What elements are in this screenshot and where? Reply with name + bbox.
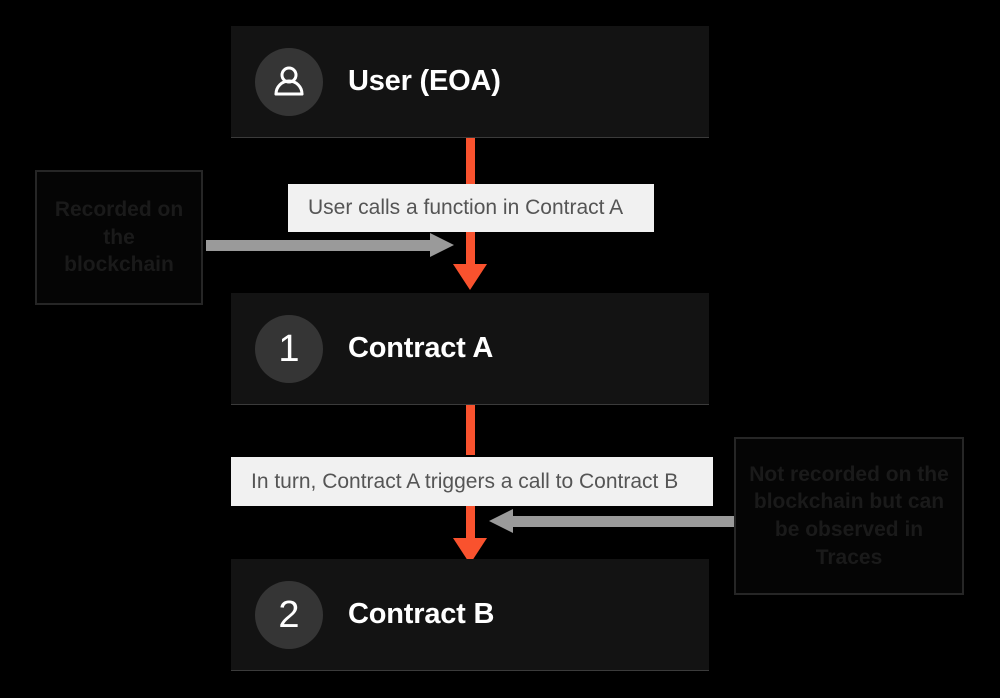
- step-number-badge-2: 2: [255, 580, 323, 649]
- callout-text: Not recorded on the blockchain but can b…: [749, 462, 949, 569]
- pointer-arrow-shaft: [513, 516, 735, 527]
- step-number-1: 1: [278, 327, 300, 370]
- caption-user-calls-contract-a: User calls a function in Contract A: [288, 184, 654, 232]
- node-contract-a[interactable]: 1 Contract A: [231, 293, 709, 405]
- connector-user-to-contract-a-upper: [466, 138, 475, 188]
- pointer-arrow-right-icon: [206, 233, 454, 257]
- caption-contract-a-triggers-contract-b: In turn, Contract A triggers a call to C…: [231, 457, 713, 506]
- node-label-contract-b: Contract B: [348, 598, 495, 630]
- pointer-arrow-shaft: [206, 240, 430, 251]
- person-icon: [269, 62, 309, 102]
- callout-recorded-on-blockchain: Recorded on the blockchain: [35, 170, 203, 305]
- node-label-contract-a: Contract A: [348, 332, 494, 364]
- pointer-arrow-left-icon: [489, 509, 735, 533]
- node-label-user: User (EOA): [348, 65, 501, 97]
- callout-text: Recorded on the blockchain: [54, 197, 184, 277]
- connector-contract-a-to-b-upper: [466, 405, 475, 455]
- pointer-arrow-head: [430, 233, 454, 257]
- node-contract-b[interactable]: 2 Contract B: [231, 559, 709, 671]
- callout-not-recorded-observed-in-traces: Not recorded on the blockchain but can b…: [734, 437, 964, 595]
- pointer-arrow-head: [489, 509, 513, 533]
- caption-text: In turn, Contract A triggers a call to C…: [251, 469, 679, 493]
- avatar: [255, 47, 323, 116]
- node-user-eoa[interactable]: User (EOA): [231, 26, 709, 138]
- connector-contract-a-to-b-lower: [466, 506, 475, 540]
- caption-text: User calls a function in Contract A: [308, 196, 624, 219]
- step-number-badge-1: 1: [255, 314, 323, 383]
- connector-user-to-contract-a-lower: [466, 232, 475, 266]
- arrowhead-down-icon: [453, 264, 487, 290]
- step-number-2: 2: [278, 593, 300, 636]
